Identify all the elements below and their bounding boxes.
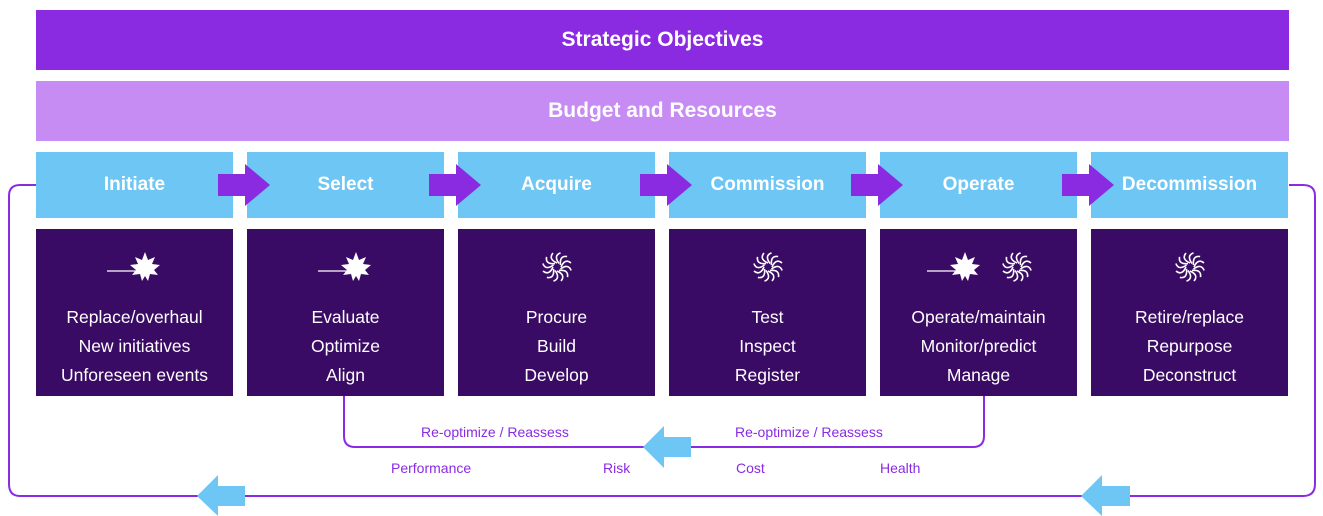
phase-header-operate: Operate [880,152,1077,218]
phase-box-decommission: Retire/replace Repurpose Deconstruct [1091,229,1288,396]
feedback-arrow-icon [643,426,691,468]
phase-box-acquire: Procure Build Develop [458,229,655,396]
phase-header-decommission: Decommission [1091,152,1288,218]
phase-box-select: Evaluate Optimize Align [247,229,444,396]
phase-line: Manage [946,365,1011,385]
phase-line: Unforeseen events [61,365,208,385]
factor-cost: Cost [736,460,765,476]
phase-line: Build [537,336,576,356]
phase-line: Monitor/predict [920,336,1037,356]
factor-performance: Performance [391,460,472,476]
phase-header-acquire: Acquire [458,152,655,218]
phase-line: Deconstruct [1142,365,1237,385]
phase-line: Operate/maintain [911,307,1046,327]
phase-line: Retire/replace [1135,307,1244,327]
feedback-arrow-icon [1081,475,1130,516]
strategic-objectives-band: Strategic Objectives [36,10,1289,70]
chevron-arrow-icon [218,164,270,206]
budget-resources-band: Budget and Resources [36,81,1289,141]
phase-line: Replace/overhaul [66,307,203,327]
reoptimize-label-right: Re-optimize / Reassess [735,424,883,440]
chevron-arrow-icon [429,164,481,206]
phase-line: Repurpose [1146,336,1233,356]
chevron-arrow-icon [1062,164,1114,206]
reoptimize-label-left: Re-optimize / Reassess [421,424,569,440]
phase-label: Select [317,174,374,195]
budget-resources-label: Budget and Resources [548,99,777,122]
phase-label: Initiate [103,174,166,195]
strategic-objectives-label: Strategic Objectives [561,28,764,51]
phase-line: Procure [525,307,588,327]
phase-line: Register [734,365,801,385]
phase-line: New initiatives [78,336,191,356]
phase-label: Acquire [521,174,592,195]
phase-line: Evaluate [311,307,380,327]
chevron-arrow-icon [851,164,903,206]
phase-box-commission: Test Inspect Register [669,229,866,396]
phase-header-initiate: Initiate [36,152,233,218]
factor-health: Health [880,460,921,476]
chevron-arrow-icon [640,164,692,206]
phase-line: Align [326,365,365,385]
phase-header-commission: Commission [669,152,866,218]
factor-risk: Risk [603,460,631,476]
phase-line: Develop [524,365,589,385]
phase-box-operate: Operate/maintain Monitor/predict Manage [880,229,1077,396]
phase-line: Test [751,307,784,327]
phase-line: Inspect [739,336,796,356]
feedback-arrow-icon [197,475,245,516]
phase-label: Decommission [1121,174,1258,195]
phase-box-initiate: Replace/overhaul New initiatives Unfores… [36,229,233,396]
phase-label: Commission [710,174,825,195]
phase-label: Operate [942,174,1015,195]
phase-line: Optimize [310,336,381,356]
outer-loop-line [8,184,1316,497]
phase-header-select: Select [247,152,444,218]
